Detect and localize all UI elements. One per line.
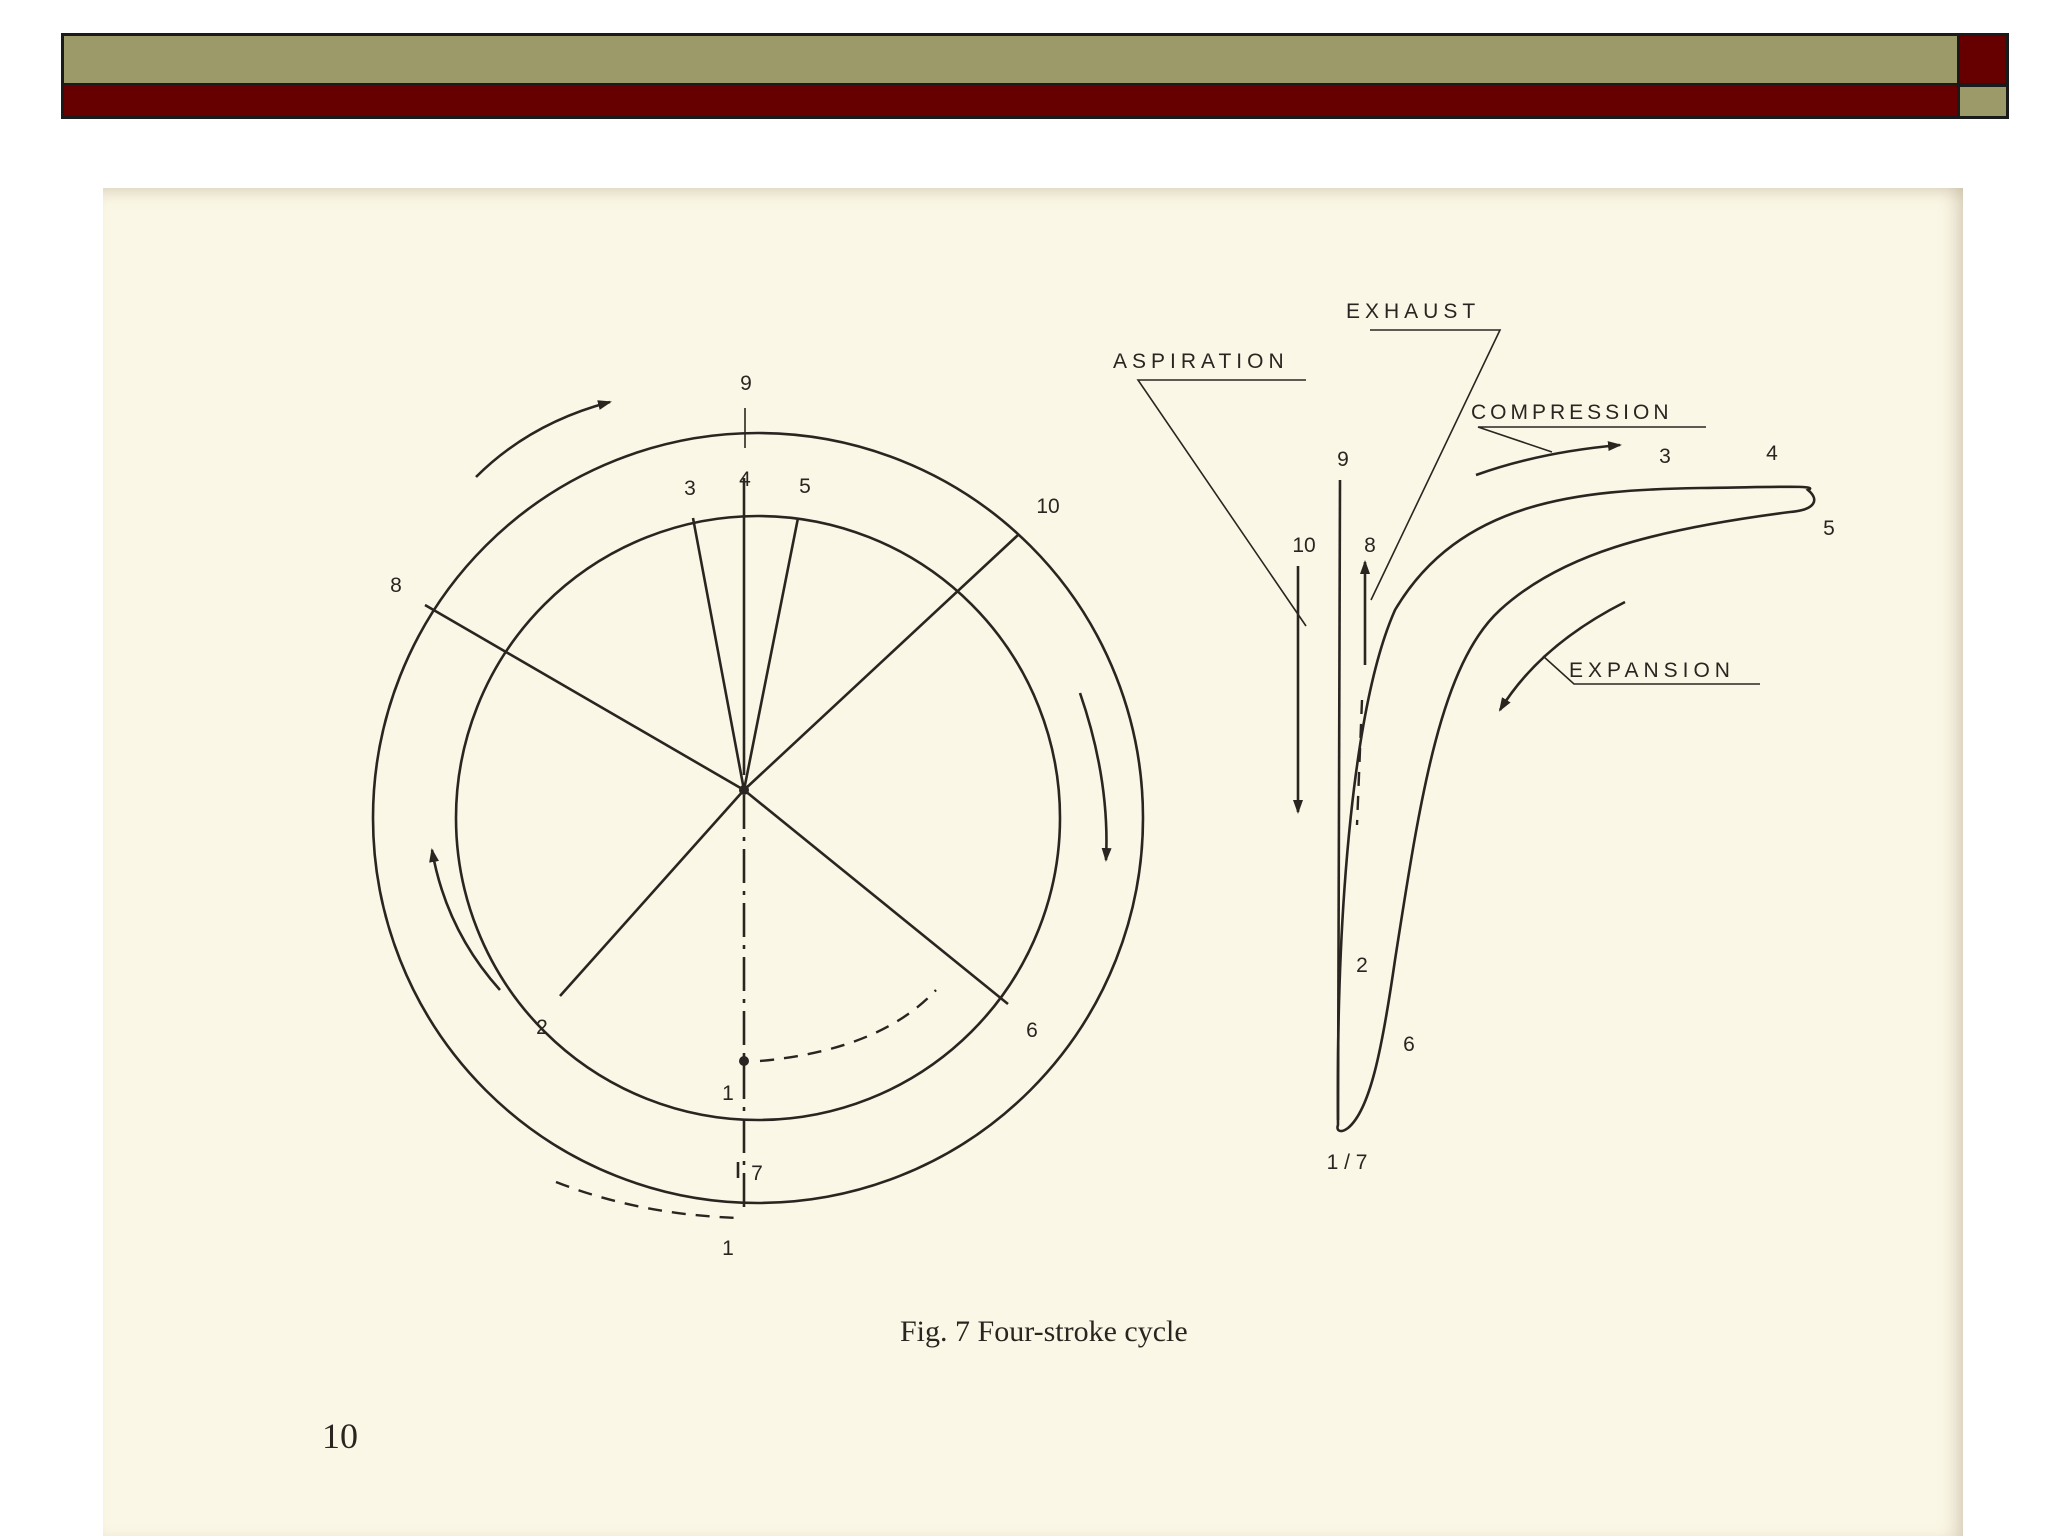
radial-line-5 xyxy=(742,517,800,791)
curve-label-4: 4 xyxy=(1766,442,1778,465)
radial-line-2 xyxy=(559,789,745,997)
inner-circle xyxy=(454,514,1062,1122)
compression-label: COMPRESSION xyxy=(1471,401,1673,424)
corner-square-olive xyxy=(1957,85,2009,119)
label-1-inner: 1 xyxy=(722,1082,734,1105)
header-bar-olive xyxy=(61,33,1960,83)
label-9: 9 xyxy=(740,372,752,395)
curve-label-10: 10 xyxy=(1292,534,1315,557)
arrow-compression xyxy=(1475,441,1622,477)
label-1-outer: 1 xyxy=(722,1237,734,1260)
curve-label-1-7: 1 / 7 xyxy=(1327,1151,1368,1174)
curve-label-9: 9 xyxy=(1337,448,1349,471)
arrow-left xyxy=(429,848,501,991)
exhaust-dashed xyxy=(1355,699,1364,826)
aspiration-label: ASPIRATION xyxy=(1113,350,1289,373)
arrow-top-left xyxy=(475,400,612,478)
exhaust-label: EXHAUST xyxy=(1346,300,1480,323)
timing-circle-diagram: 9 4 3 5 10 8 2 6 1 7 1 xyxy=(371,372,1145,1260)
expansion-label: EXPANSION xyxy=(1569,659,1735,682)
label-3: 3 xyxy=(684,477,696,500)
curve-label-2: 2 xyxy=(1356,954,1368,977)
header-bar-red xyxy=(61,83,1960,119)
label-8: 8 xyxy=(390,574,402,597)
aspiration-leader xyxy=(1136,379,1307,627)
arrow-expansion xyxy=(1498,600,1626,712)
exhaust-leader xyxy=(1370,329,1502,601)
page-number: 10 xyxy=(322,1416,358,1456)
center-dot xyxy=(739,785,749,795)
figure-caption: Fig. 7 Four-stroke cycle xyxy=(900,1315,1188,1348)
stroke-curve-diagram: ASPIRATION EXHAUST COMPRESSION EXPANSION… xyxy=(1113,300,1835,1174)
curve-label-3: 3 xyxy=(1659,445,1671,468)
arrow-right xyxy=(1078,692,1112,862)
label-5: 5 xyxy=(799,475,811,498)
radial-line-8 xyxy=(424,603,745,792)
cycle-curve xyxy=(1336,485,1816,1133)
curve-label-6: 6 xyxy=(1403,1033,1415,1056)
scanned-book-page xyxy=(103,188,1963,1536)
radial-line-6 xyxy=(743,788,1009,1006)
label-2: 2 xyxy=(536,1016,548,1039)
outer-circle xyxy=(371,431,1145,1205)
dashed-arc-inner xyxy=(759,989,937,1063)
label-7: 7 xyxy=(751,1162,763,1185)
radial-line-3 xyxy=(691,517,746,791)
label-6: 6 xyxy=(1026,1019,1038,1042)
expansion-leader xyxy=(1542,655,1760,685)
curve-label-8: 8 xyxy=(1364,534,1376,557)
curve-label-5: 5 xyxy=(1823,517,1835,540)
label-10: 10 xyxy=(1036,495,1059,518)
compression-leader xyxy=(1477,426,1706,453)
radial-line-10 xyxy=(743,534,1019,791)
corner-square-red xyxy=(1957,33,2009,86)
bottom-dot xyxy=(739,1056,749,1066)
label-4: 4 xyxy=(739,468,751,491)
